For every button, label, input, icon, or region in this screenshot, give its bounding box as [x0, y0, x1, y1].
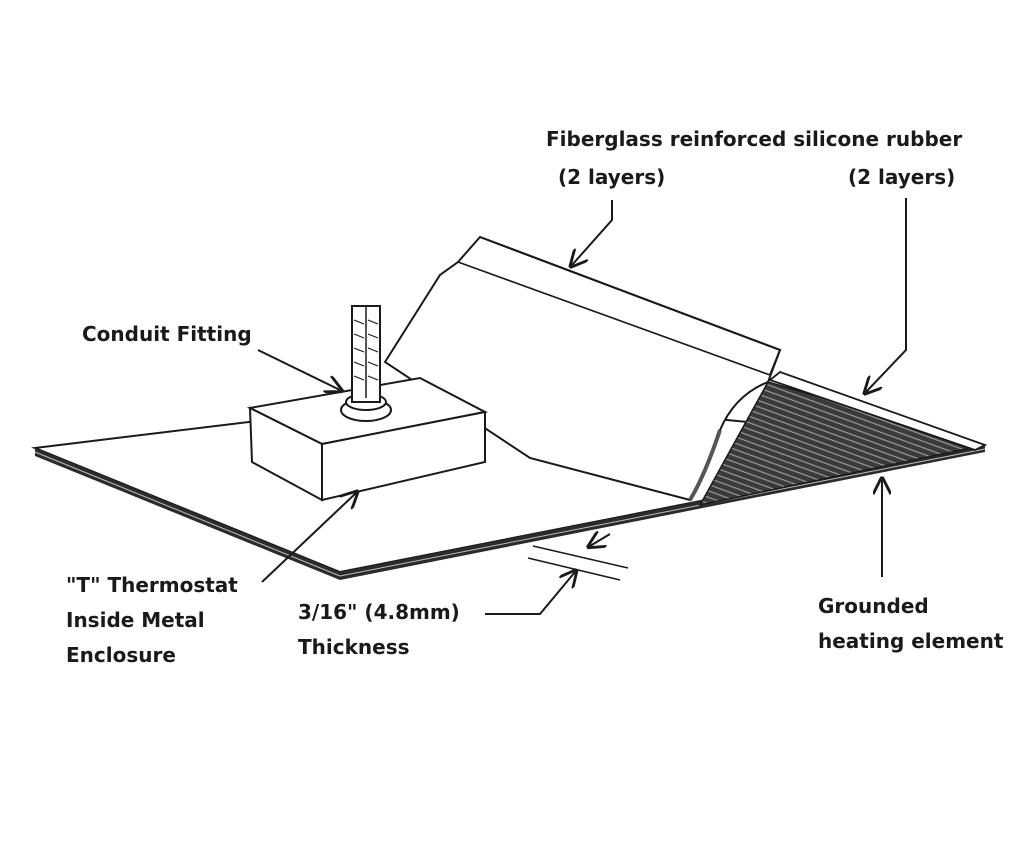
peeled-silicone-layer — [383, 235, 782, 502]
arrow-right-layer — [866, 198, 907, 392]
layers-left-label: (2 layers) — [558, 165, 666, 189]
fiberglass-label: Fiberglass reinforced silicone rubber — [546, 127, 963, 151]
conduit-label: Conduit Fitting — [82, 322, 252, 346]
thickness-label: 3/16" (4.8mm) Thickness — [298, 600, 460, 659]
conduit-fitting — [340, 305, 392, 422]
right-silicone-layer — [768, 370, 988, 451]
leader-arrows — [257, 198, 907, 615]
arrow-left-layer — [572, 200, 613, 265]
layers-right-label: (2 layers) — [848, 165, 956, 189]
arrow-thermostat — [261, 493, 356, 583]
arrow-thickness-top — [590, 534, 611, 546]
thermostat-label: "T" Thermostat Inside Metal Enclosure — [66, 573, 238, 667]
arrow-conduit — [257, 349, 340, 390]
arrow-thickness-bottom — [485, 572, 575, 615]
heating-element-label: Grounded heating element — [818, 594, 1004, 653]
